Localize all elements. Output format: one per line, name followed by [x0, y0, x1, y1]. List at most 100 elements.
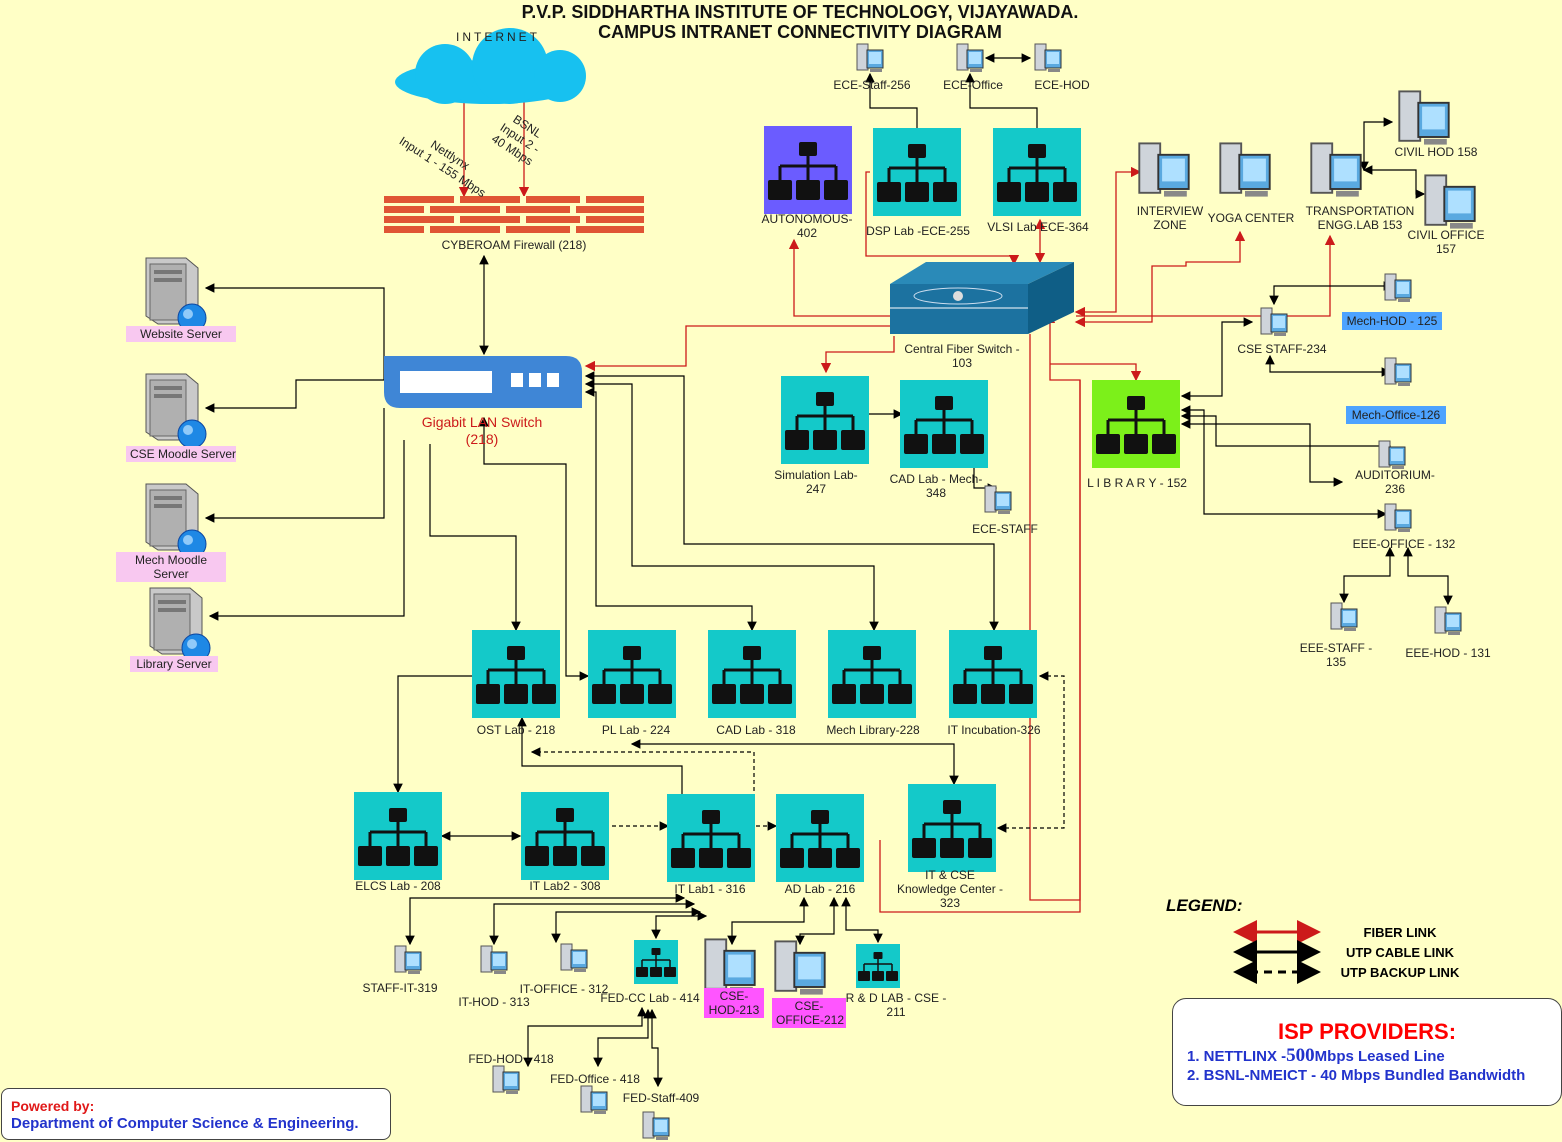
knowledge-label: IT & CSE Knowledge Center - 323 — [896, 868, 1004, 910]
legend-fiber: FIBER LINK — [1363, 925, 1437, 940]
cad318-label: CAD Lab - 318 — [716, 723, 796, 737]
eee-hod-label: EEE-HOD - 131 — [1405, 646, 1491, 660]
cse-moodle-label: CSE Moodle Server — [126, 446, 236, 462]
firewall-label: CYBEROAM Firewall (218) — [441, 238, 587, 252]
rnd-label: R & D LAB - CSE - 211 — [845, 991, 947, 1019]
legend-title: LEGEND: — [1166, 896, 1243, 915]
elcs-switch-icon — [354, 792, 442, 880]
utp-link — [1180, 419, 1344, 487]
ece-hod-pc-icon — [1034, 43, 1062, 73]
vlsi-label: VLSI Lab ECE-364 — [987, 220, 1089, 234]
utp-link — [1362, 165, 1426, 199]
utp-link — [1180, 317, 1254, 401]
utp-link — [1180, 405, 1388, 519]
cad-mech-label: CAD Lab - Mech- 348 — [889, 472, 983, 500]
it-lab2-switch-icon — [521, 792, 609, 880]
library-node-label: L I B R A R Y - 152 — [1087, 476, 1187, 490]
powered-label: Powered by: — [11, 1098, 95, 1114]
isp-item-1: 1. NETTLINX -500Mbps Leased Line — [1187, 1045, 1445, 1066]
utp-backup-link — [996, 671, 1065, 833]
cse-hod-pc-icon — [704, 938, 756, 994]
civil-office-pc-icon — [1424, 174, 1476, 230]
utp-link — [593, 1008, 653, 1068]
fed-cc-label: FED-CC Lab - 414 — [600, 991, 700, 1005]
auditorium-label: AUDITORIUM- 236 — [1355, 468, 1435, 496]
legend-utp: UTP CABLE LINK — [1345, 945, 1455, 960]
utp-link — [584, 387, 757, 632]
isp-item-2: 2. BSNL-NMEICT - 40 Mbps Bundled Bandwid… — [1187, 1067, 1526, 1084]
utp-link — [204, 379, 384, 413]
fiber-link — [584, 325, 890, 372]
cad318-switch-icon — [708, 630, 796, 718]
website-server-label: Website Server — [126, 326, 236, 342]
eee-office-pc-icon — [1384, 503, 1412, 533]
ad-lab-switch-icon — [776, 794, 864, 882]
fed-office-pc-icon — [580, 1085, 608, 1115]
auditorium-pc-icon — [1378, 440, 1406, 470]
lan-switch-label: Gigabit LAN Switch (218) — [421, 414, 543, 447]
fed-hod-label: FED-HOD - 418 — [468, 1052, 554, 1066]
ost-label: OST Lab - 218 — [476, 723, 556, 737]
utp-link — [965, 72, 1038, 128]
fed-hod-pc-icon — [492, 1065, 520, 1095]
eee-staff-label: EEE-STAFF - 135 — [1299, 641, 1373, 669]
cse-office-pc-icon — [774, 940, 826, 996]
staff-it-pc-icon — [394, 945, 422, 975]
powered-box: Powered by: Department of Computer Scien… — [1, 1088, 391, 1140]
autonomous-switch-icon — [764, 126, 852, 214]
utp-link — [630, 739, 959, 786]
utp-link — [204, 283, 385, 380]
firewall-icon — [384, 196, 644, 234]
ece-hod-label: ECE-HOD — [1034, 78, 1090, 92]
utp-link — [1359, 117, 1394, 172]
cse-hod-label: CSE- HOD-213 — [704, 988, 764, 1018]
pl-label: PL Lab - 224 — [601, 723, 671, 737]
yoga-label: YOGA CENTER — [1207, 211, 1295, 225]
nodes-layer — [145, 43, 1476, 1141]
civil-hod-pc-icon — [1398, 90, 1450, 146]
title-line2: CAMPUS INTRANET CONNECTIVITY DIAGRAM — [598, 22, 1002, 42]
utp-link — [479, 416, 590, 681]
legend-lines — [1233, 920, 1321, 984]
utp-link — [489, 899, 696, 946]
links-layer — [204, 53, 1453, 1088]
utp-link — [405, 893, 686, 946]
cse-staff-pc-icon — [1260, 307, 1288, 337]
cad-mech-switch-icon — [900, 380, 988, 468]
utp-link — [727, 896, 809, 946]
isp-box: ISP PROVIDERS: 1. NETTLINX -500Mbps Leas… — [1172, 998, 1562, 1106]
vlsi-switch-icon — [993, 128, 1081, 216]
utp-link — [1403, 546, 1453, 606]
ece-staff-256-pc-icon — [856, 43, 884, 73]
cse-staff-label: CSE STAFF-234 — [1237, 342, 1327, 356]
fiber-link — [879, 380, 1081, 913]
rnd-switch-icon — [856, 944, 900, 988]
interview-label: INTERVIEW ZONE — [1136, 204, 1204, 232]
utp-link — [795, 896, 839, 946]
autonomous-label: AUTONOMOUS- 402 — [761, 212, 853, 240]
knowledge-switch-icon — [908, 784, 996, 872]
ad-lab-label: AD Lab - 216 — [784, 882, 856, 896]
fed-staff-label: FED-Staff-409 — [622, 1091, 700, 1105]
library-server-icon — [149, 587, 211, 663]
library-node-switch-icon — [1092, 380, 1180, 468]
powered-dept: Department of Computer Science & Enginee… — [11, 1115, 359, 1132]
fiber-switch-label: Central Fiber Switch - 103 — [904, 342, 1020, 370]
it-lab1-label: IT Lab1 - 316 — [674, 882, 746, 896]
civil-office-label: CIVIL OFFICE 157 — [1407, 228, 1485, 256]
utp-link — [865, 72, 918, 128]
mech-lib-switch-icon — [828, 630, 916, 718]
legend-backup: UTP BACKUP LINK — [1340, 965, 1460, 980]
mech-office-label: Mech-Office-126 — [1346, 406, 1446, 424]
ece-office-label: ECE-Office — [943, 78, 1003, 92]
utp-link — [1265, 354, 1392, 377]
utp-link — [393, 675, 472, 794]
fiber-link — [1074, 230, 1246, 328]
ece-staff-label: ECE-STAFF — [972, 522, 1038, 536]
mech-hod-label: Mech-HOD - 125 — [1342, 312, 1442, 330]
utp-link — [651, 911, 708, 940]
mech-hod-pc-pc-icon — [1384, 273, 1412, 303]
internet-cloud — [395, 28, 586, 104]
fiber-link — [788, 238, 890, 317]
